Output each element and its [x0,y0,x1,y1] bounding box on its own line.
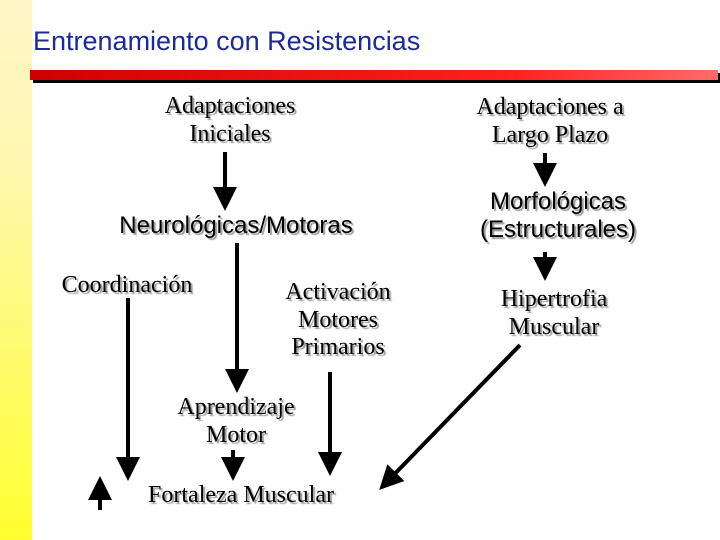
arrow-hypertrophy-to-strength [379,343,522,490]
slide-title: Entrenamiento con Resistencias [33,26,421,56]
node-muscular-strength: Fortaleza Muscular [148,482,334,508]
node-neurological-motor: Neurológicas/Motoras [119,212,353,239]
node-morphological: Morfológicas(Estructurales) [479,188,637,243]
title-underline [30,70,718,80]
node-coordination: Coordinación [61,272,193,298]
left-accent-bar [0,0,32,540]
